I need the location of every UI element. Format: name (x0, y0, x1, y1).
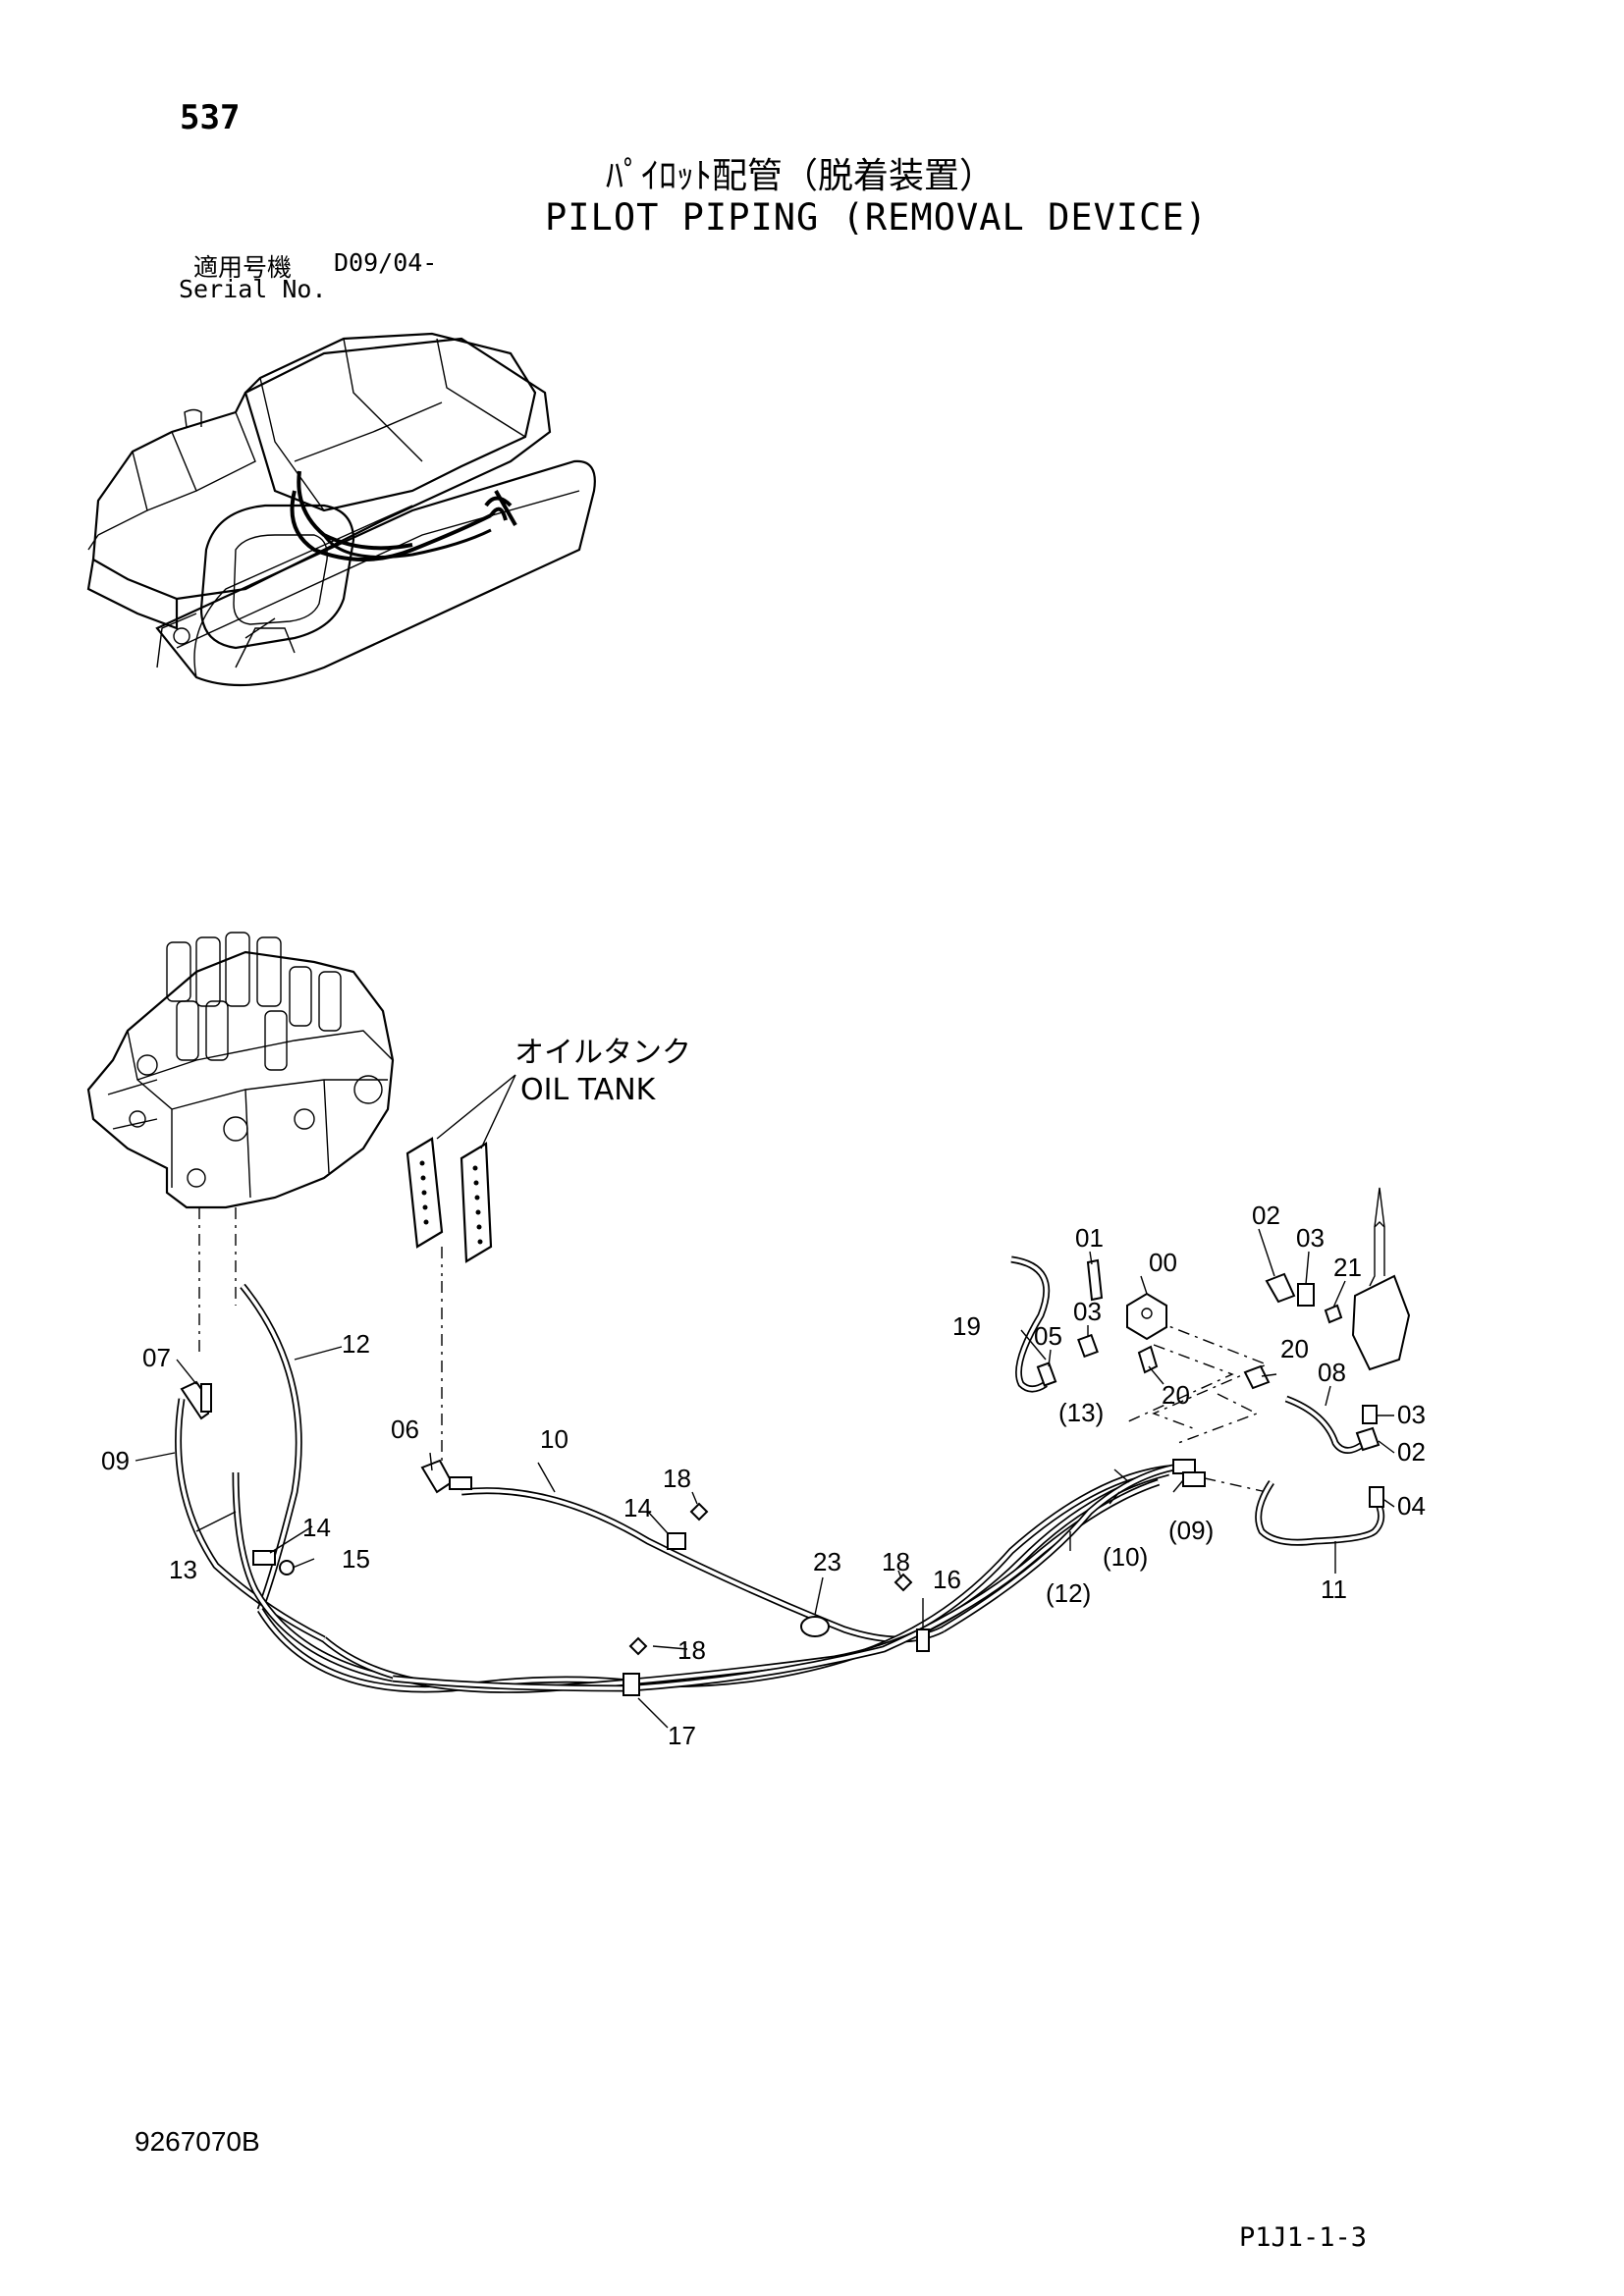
callout-02-right: 02 (1397, 1437, 1426, 1467)
page-number: 537 (180, 98, 241, 137)
callout-04: 04 (1397, 1491, 1426, 1521)
callout-23: 23 (813, 1547, 841, 1576)
serial-label-japanese: 適用号機 (193, 253, 293, 282)
callout-20-right: 20 (1280, 1334, 1309, 1363)
callout-10: 10 (540, 1424, 568, 1454)
callout-17: 17 (668, 1721, 696, 1750)
callout-labels: オイルタンク OIL TANK 07 09 12 13 14 15 06 10 … (101, 1036, 1426, 1750)
callout-12: 12 (342, 1329, 370, 1359)
document-code: 9267070B (135, 2126, 260, 2157)
callout-02-top: 02 (1252, 1201, 1280, 1230)
excavator-overview-illustration (86, 332, 596, 687)
callout-06: 06 (391, 1415, 419, 1444)
control-valve-illustration (86, 932, 395, 1209)
callout-03-right: 03 (1397, 1400, 1426, 1429)
callout-18-upper: 18 (663, 1464, 691, 1493)
serial-label-english: Serial No. (179, 275, 327, 303)
fittings (180, 1187, 1411, 1696)
callout-20-left: 20 (1162, 1380, 1190, 1410)
oil-tank-brackets (406, 1074, 516, 1263)
callout-12-paren: (12) (1046, 1578, 1091, 1608)
callout-13: 13 (169, 1555, 197, 1584)
title-japanese: ﾊﾟｲﾛｯﾄ配管（脱着装置） (606, 156, 996, 196)
callout-11: 11 (1321, 1575, 1347, 1604)
callout-09-paren: (09) (1168, 1516, 1214, 1545)
callout-08: 08 (1318, 1358, 1346, 1387)
oil-tank-label-en: OIL TANK (520, 1073, 657, 1107)
callout-03-left: 03 (1073, 1297, 1102, 1326)
title-english: PILOT PIPING (REMOVAL DEVICE) (545, 196, 1209, 239)
callout-10-paren: (10) (1103, 1542, 1148, 1572)
callout-14-left: 14 (302, 1513, 331, 1542)
callout-19: 19 (952, 1311, 981, 1341)
callout-18-mid: 18 (882, 1547, 910, 1576)
callout-18-lower: 18 (677, 1635, 706, 1665)
callout-07: 07 (142, 1343, 171, 1372)
hose-assemblies (175, 1255, 1385, 1693)
alignment-lines (198, 1207, 1269, 1493)
callout-09: 09 (101, 1446, 130, 1475)
leader-lines (135, 1228, 1395, 1729)
callout-21: 21 (1333, 1253, 1362, 1282)
oil-tank-label-jp: オイルタンク (514, 1036, 691, 1070)
callout-15: 15 (342, 1544, 370, 1574)
callout-16: 16 (933, 1565, 961, 1594)
callout-13-paren: (13) (1058, 1398, 1104, 1427)
callout-01: 01 (1075, 1223, 1104, 1253)
callout-14-mid: 14 (623, 1493, 652, 1522)
callout-05: 05 (1034, 1321, 1062, 1351)
callout-03-top: 03 (1296, 1223, 1325, 1253)
serial-code: D09/04- (334, 248, 438, 277)
callout-00: 00 (1149, 1248, 1177, 1277)
page-reference: P1J1-1-3 (1239, 2222, 1368, 2253)
